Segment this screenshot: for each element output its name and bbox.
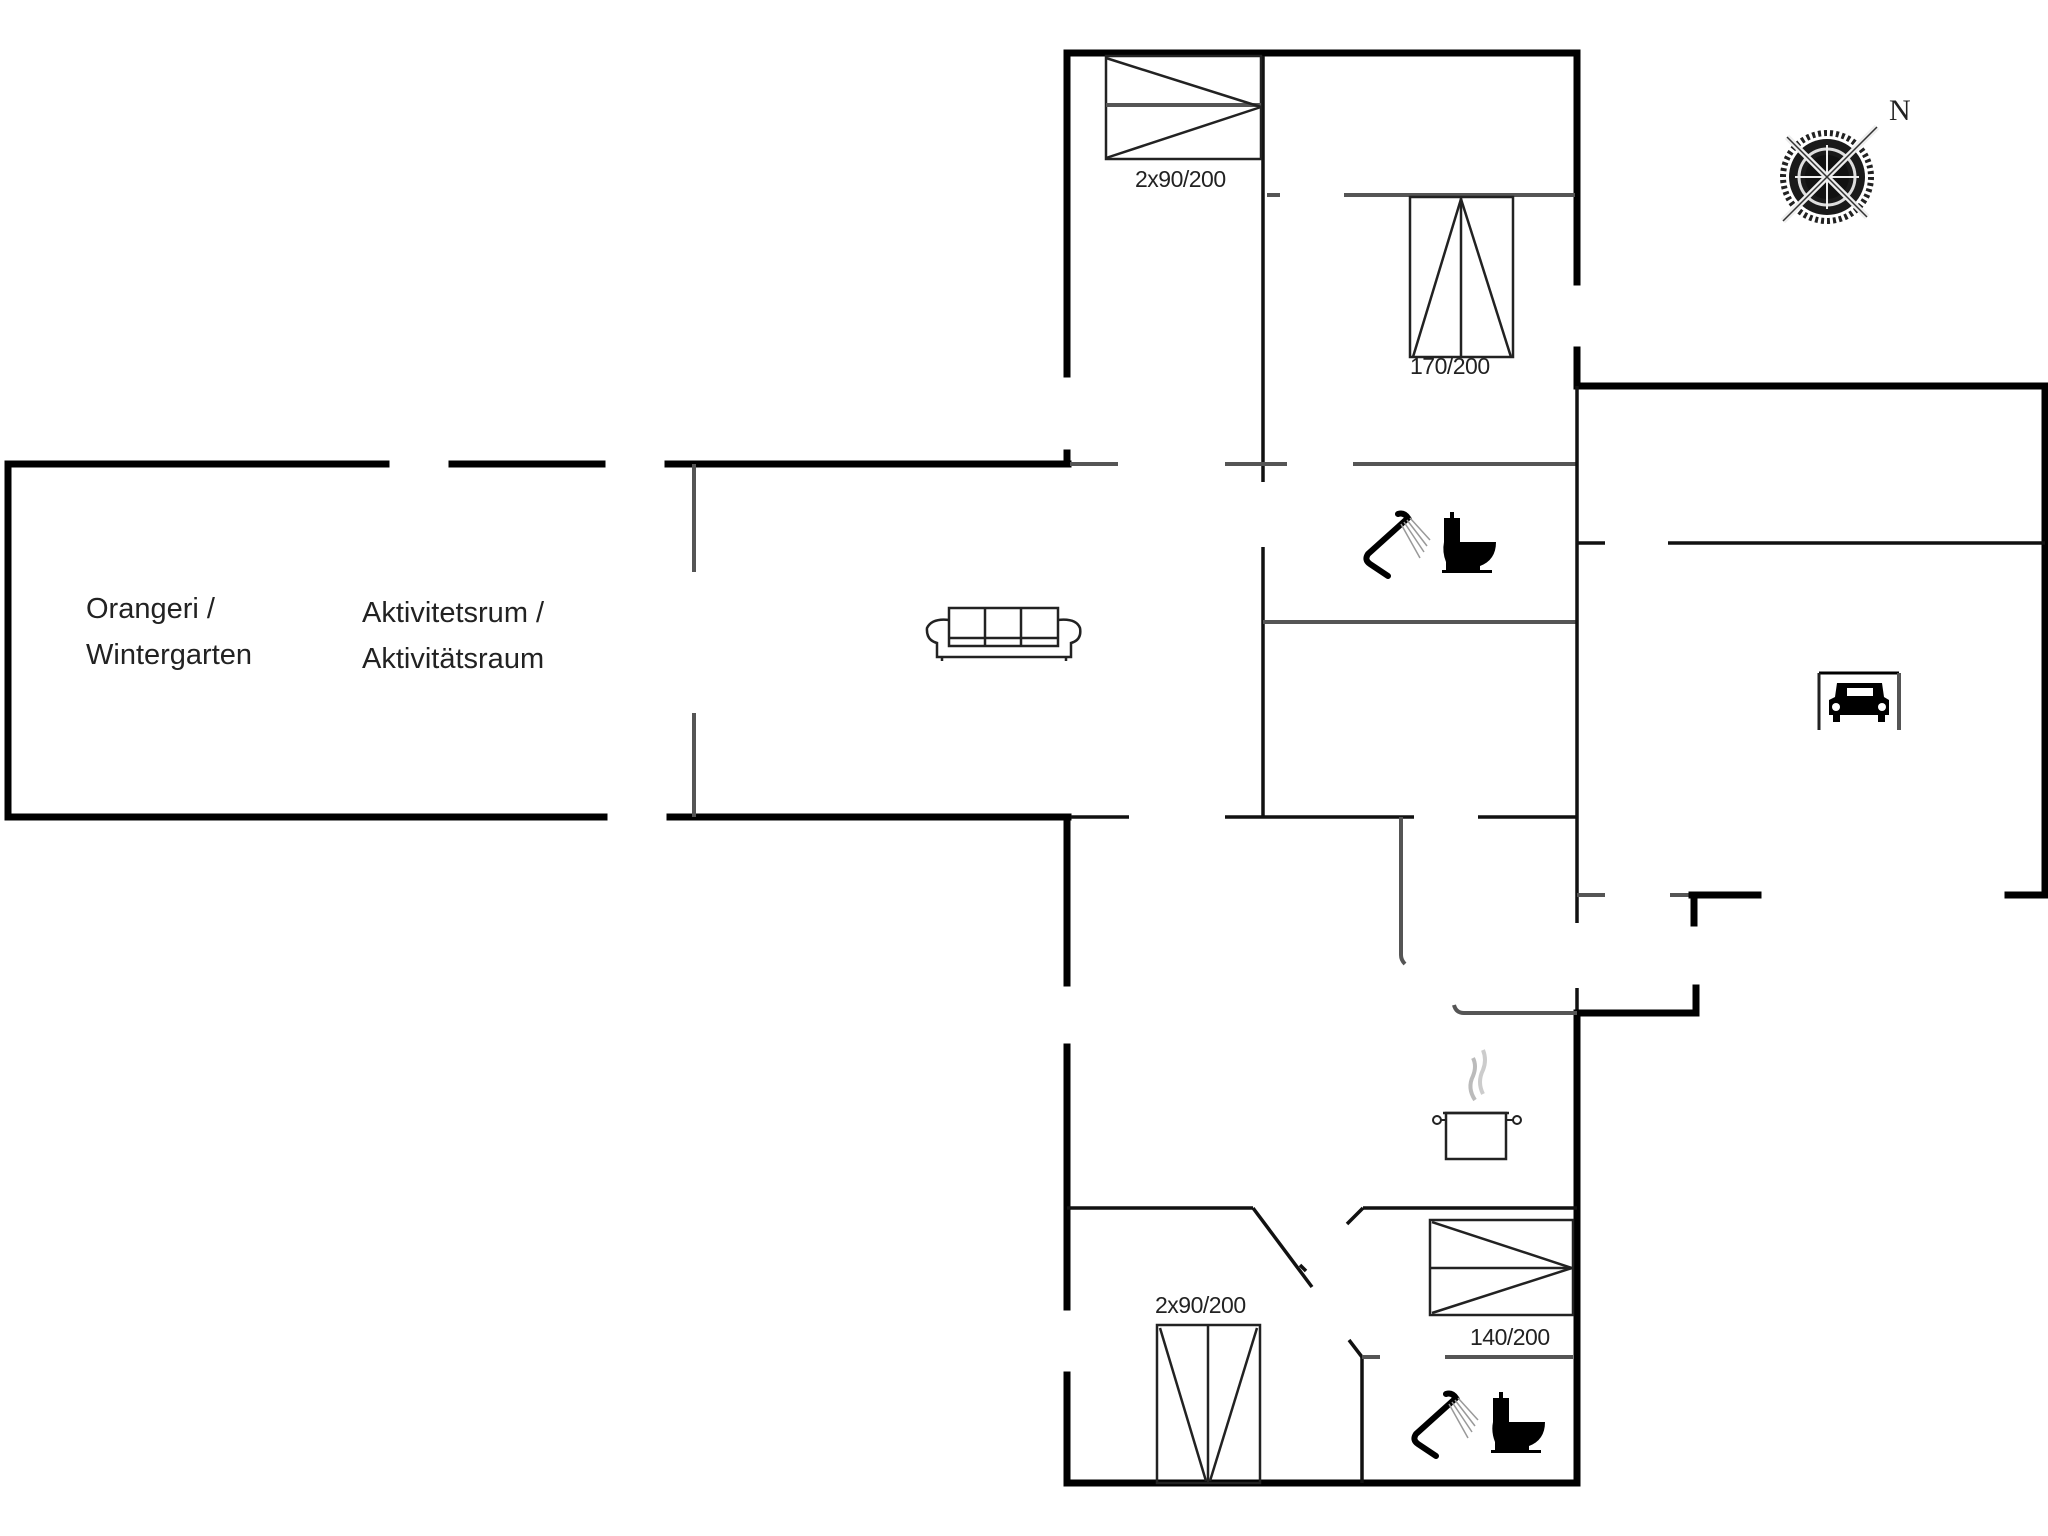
room-label-line: Aktivitetsrum / (362, 597, 545, 629)
bed-bottom-left (1155, 1323, 1262, 1485)
center-bottom-walls (1063, 813, 1581, 1487)
room-label-line: Wintergarten (86, 639, 253, 671)
center-top-walls (1063, 49, 1581, 966)
compass-north-label: N (1889, 94, 1911, 127)
room-label-line: Orangeri / (86, 593, 215, 625)
bed-label-bottom-left: 2x90/200 (1155, 1292, 1246, 1318)
car-icon (1817, 671, 1901, 730)
bed-label-top-left: 2x90/200 (1135, 166, 1226, 192)
toilet-icon (1491, 1392, 1545, 1453)
left-wing-walls (4, 460, 1072, 821)
room-label-line: Aktivitätsraum (362, 643, 545, 675)
bed-bottom-right (1428, 1218, 1575, 1317)
shower-icon (1411, 1390, 1479, 1459)
shower-icon (1363, 510, 1431, 579)
right-block-walls (1573, 382, 2048, 1017)
toilet-icon (1442, 512, 1496, 573)
sofa-icon (925, 606, 1082, 661)
bed-top-left (1104, 54, 1263, 161)
cooking-pot-icon (1432, 1049, 1522, 1161)
bed-top-right (1408, 195, 1515, 359)
room-label-aktivitetsrum: Aktivitetsrum / Aktivitätsraum (362, 590, 544, 682)
bed-label-bottom-right: 140/200 (1470, 1324, 1550, 1350)
compass-icon (1780, 124, 1880, 224)
bed-label-top-right: 170/200 (1410, 353, 1490, 379)
room-label-orangeri: Orangeri / Wintergarten (86, 586, 252, 678)
